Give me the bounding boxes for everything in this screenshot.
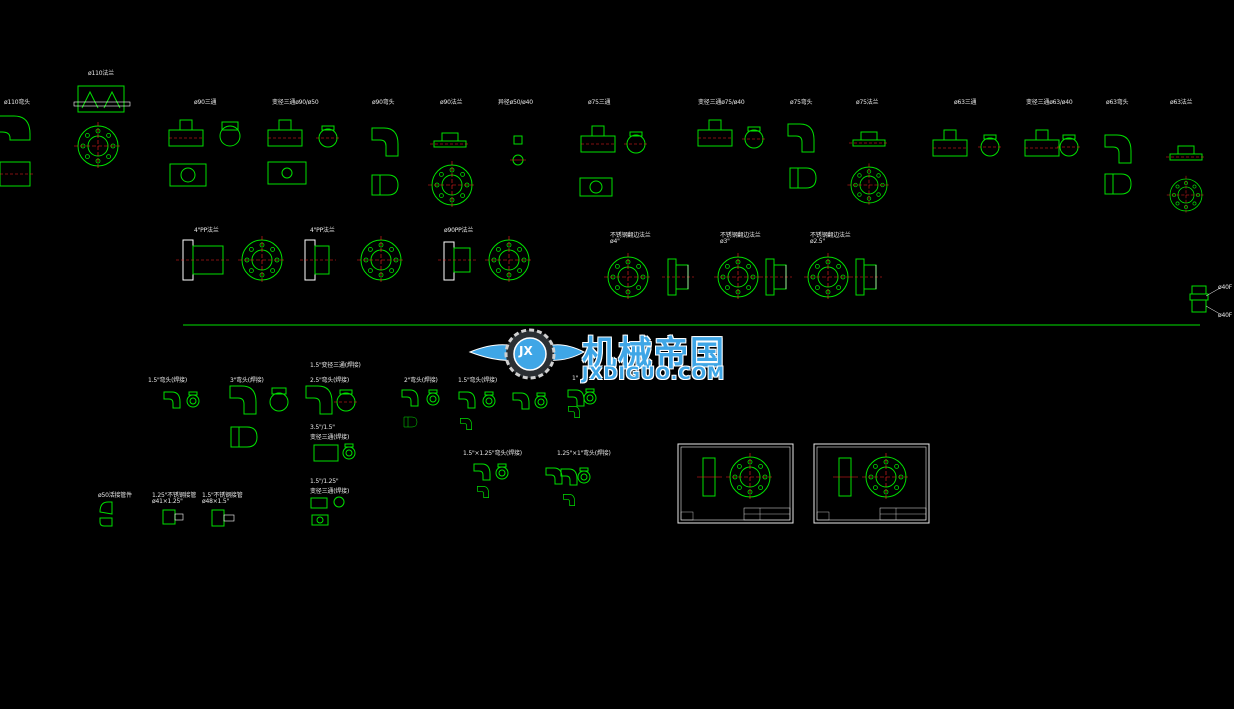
reducer-50-40-icon bbox=[510, 135, 526, 166]
label-ss-flange-3-size: ø3" bbox=[720, 238, 730, 245]
union-50-icon bbox=[99, 501, 113, 527]
label-elbow-1-5-welded-b: 1.5"弯头(焊接) bbox=[458, 377, 497, 384]
label-reducing-tee-90-50: 变径三通ø90/ø50 bbox=[272, 99, 319, 106]
flange-110-icon bbox=[73, 85, 131, 171]
label-union-40f-b: ø40F bbox=[1218, 312, 1232, 319]
label-ss-nipple-1-5-size: ø48×1.5" bbox=[202, 498, 230, 505]
label-pp-flange-90: ø90PP法兰 bbox=[444, 227, 474, 234]
pp-flange-4-b-icon bbox=[300, 235, 406, 285]
flange-75-icon bbox=[846, 131, 892, 208]
elbow-2-welded-icon bbox=[401, 389, 440, 428]
label-pp-flange-4-b: 4"PP法兰 bbox=[310, 227, 335, 234]
watermark: 机械帝国 JXDIGUO.COM JX bbox=[470, 322, 770, 388]
drawing-sheet-2 bbox=[813, 443, 930, 524]
elbow-75-icon bbox=[787, 123, 817, 189]
union-40f-icon bbox=[1189, 285, 1221, 315]
elbow-90-icon bbox=[371, 127, 399, 196]
label-ss-flange-2-5: 不锈钢翻边法兰 bbox=[810, 232, 851, 239]
row3-welded-fittings bbox=[99, 385, 597, 527]
label-flange-90: ø90法兰 bbox=[440, 99, 463, 106]
ss-nipple-1-5-icon bbox=[211, 509, 235, 527]
label-ss-nipple-1-25: 1.25"不锈钢接管 bbox=[152, 492, 197, 499]
reducing-tee-90-50-icon bbox=[267, 119, 341, 185]
label-reducing-tee-1-5-1-25-sub: 变径三通(焊接) bbox=[310, 488, 350, 495]
watermark-emblem bbox=[468, 328, 586, 380]
label-elbow-63: ø63弯头 bbox=[1106, 99, 1129, 106]
reducing-tee-3-5-1-5-icon bbox=[313, 443, 356, 462]
label-elbow-2-welded: 2"弯头(焊接) bbox=[404, 377, 438, 384]
reducing-tee-63-40-icon bbox=[1024, 129, 1082, 157]
label-tee-90: ø90三通 bbox=[194, 99, 217, 106]
flange-63-icon bbox=[1165, 145, 1207, 215]
watermark-cn-text: 机械帝国 bbox=[582, 334, 726, 374]
label-elbow-110: ø110弯头 bbox=[4, 99, 30, 106]
row2-flanges bbox=[176, 235, 1221, 315]
label-ss-nipple-1-5: 1.5"不锈钢接管 bbox=[202, 492, 243, 499]
label-union-50: ø50活接管件 bbox=[98, 492, 132, 499]
label-reducing-tee-75-40: 变径三通ø75/ø40 bbox=[698, 99, 745, 106]
ss-lap-flange-4-icon bbox=[603, 252, 695, 302]
label-reducing-tee-63-40: 变径三通ø63/ø40 bbox=[1026, 99, 1073, 106]
ss-nipple-1-25-icon bbox=[162, 509, 184, 525]
tee-90-icon bbox=[168, 119, 241, 187]
label-elbow-2-5-welded: 2.5"弯头(焊接) bbox=[310, 377, 349, 384]
pp-flange-90-icon bbox=[438, 235, 534, 285]
label-ss-flange-2-5-size: ø2.5" bbox=[810, 238, 825, 245]
watermark-emblem-text: JX bbox=[519, 344, 533, 358]
label-reducing-tee-1-5-welded: 1.5"变径三通(焊接) bbox=[310, 362, 361, 369]
label-elbow-3-welded: 3"弯头(焊接) bbox=[230, 377, 264, 384]
label-reducer-50-40: 异径ø50/ø40 bbox=[498, 99, 533, 106]
tee-75-icon bbox=[579, 125, 649, 197]
label-flange-110: ø110法兰 bbox=[88, 70, 114, 77]
label-ss-flange-3: 不锈钢翻边法兰 bbox=[720, 232, 761, 239]
ss-lap-flange-2-5-icon bbox=[803, 252, 883, 302]
ss-lap-flange-3-icon bbox=[713, 252, 793, 302]
row1-fittings bbox=[0, 85, 1207, 215]
elbow-1-5-welded-b-icon bbox=[458, 388, 597, 430]
label-ss-nipple-1-25-size: ø41×1.25" bbox=[152, 498, 183, 505]
tee-63-icon bbox=[932, 129, 1003, 157]
label-elbow-90: ø90弯头 bbox=[372, 99, 395, 106]
elbow-1-25-1-welded-icon bbox=[545, 467, 591, 506]
label-reducing-tee-1-5-1-25: 1.5"/1.25" bbox=[310, 478, 339, 485]
label-elbow-75: ø75弯头 bbox=[790, 99, 813, 106]
label-elbow-1-25-1-welded: 1.25"×1"弯头(焊接) bbox=[557, 450, 611, 457]
label-ss-flange-4-size: ø4" bbox=[610, 238, 620, 245]
watermark-en-text: JXDIGUO.COM bbox=[582, 364, 726, 384]
label-reducing-tee-3-5-1-5-sub: 变径三通(焊接) bbox=[310, 434, 350, 441]
elbow-63-icon bbox=[1104, 134, 1132, 195]
pp-flange-4-a-icon bbox=[176, 235, 287, 285]
label-flange-75: ø75法兰 bbox=[856, 99, 879, 106]
elbow-2-5-welded-icon bbox=[305, 385, 359, 415]
label-tee-75: ø75三通 bbox=[588, 99, 611, 106]
drawing-sheet-1 bbox=[677, 443, 794, 524]
label-union-40f-a: ø40F bbox=[1218, 284, 1232, 291]
flange-90-icon bbox=[427, 132, 477, 210]
label-elbow-1: 1" bbox=[572, 375, 579, 382]
label-pp-flange-4-a: 4"PP法兰 bbox=[194, 227, 219, 234]
elbow-1-5-1-25-welded-icon bbox=[473, 463, 509, 498]
elbow-1-5-welded-icon bbox=[163, 391, 200, 409]
label-ss-flange-4: 不锈钢翻边法兰 bbox=[610, 232, 651, 239]
reducing-tee-75-40-icon bbox=[697, 119, 767, 149]
label-elbow-1-5-welded: 1.5"弯头(焊接) bbox=[148, 377, 187, 384]
label-flange-63: ø63法兰 bbox=[1170, 99, 1193, 106]
label-elbow-1-5-1-25-welded: 1.5"×1.25"弯头(焊接) bbox=[463, 450, 522, 457]
label-reducing-tee-3-5-1-5: 3.5"/1.5" bbox=[310, 424, 335, 431]
label-tee-63: ø63三通 bbox=[954, 99, 977, 106]
elbow-3-welded-icon bbox=[229, 385, 289, 448]
reducing-tee-1-5-1-25-icon bbox=[310, 496, 345, 526]
elbow-110-icon bbox=[0, 115, 34, 187]
